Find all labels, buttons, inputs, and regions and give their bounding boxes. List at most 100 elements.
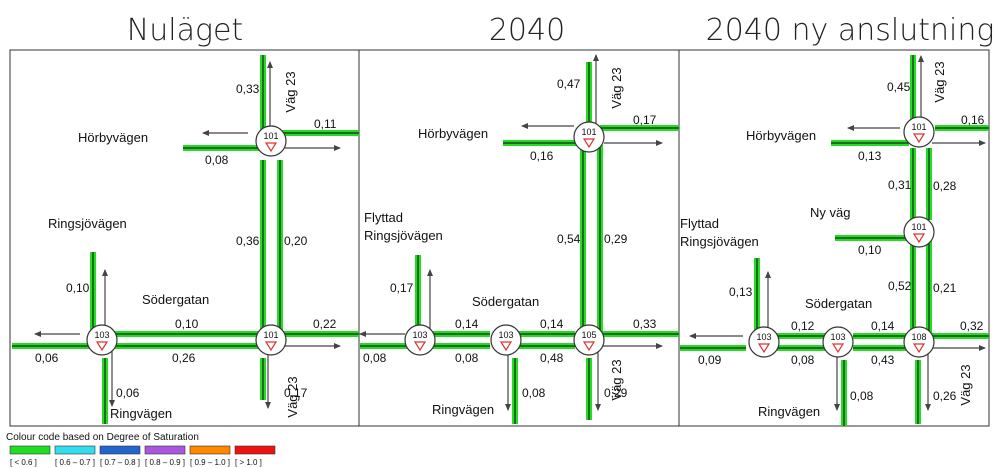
- dos-value: 0,29: [604, 386, 628, 400]
- yield-sign-icon: [95, 341, 109, 352]
- node-id: 101: [581, 127, 596, 137]
- panel-2040: Väg 23 Hörbyvägen Flyttad Ringsjövägen S…: [363, 67, 657, 417]
- dos-value: 0,10: [175, 317, 199, 331]
- dos-value: 0,29: [604, 232, 628, 246]
- dos-value: 0,12: [791, 319, 815, 333]
- yield-sign-icon: [831, 343, 845, 354]
- dos-value: 0,08: [205, 153, 229, 167]
- intersection-node: 103: [822, 326, 854, 358]
- road-label-vag23-south: Väg 23: [958, 364, 973, 405]
- dos-value: 0,17: [633, 113, 657, 127]
- title-nulaget: Nuläget: [127, 13, 243, 48]
- node-id: 103: [830, 332, 845, 342]
- yield-sign-icon: [582, 341, 596, 352]
- dos-value: 0,26: [172, 351, 196, 365]
- road-label-horbyvagen: Hörbyvägen: [78, 130, 148, 145]
- dos-value: 0,28: [933, 179, 957, 193]
- intersection-node: 101: [903, 116, 935, 148]
- node-id: 103: [498, 330, 513, 340]
- road-label-vag23-south: Väg 23: [609, 359, 624, 400]
- legend-label: [ 0.8 – 0.9 ]: [145, 458, 185, 467]
- legend-label: [ 0.6 – 0.7 ]: [55, 458, 95, 467]
- dos-value: 0,45: [887, 80, 911, 94]
- dos-value: 0,14: [455, 317, 479, 331]
- node-id: 105: [581, 330, 596, 340]
- road-label-ringvagen: Ringvägen: [432, 402, 494, 417]
- panel-frame-2040-ny: [678, 49, 990, 427]
- road-label-horbyvagen: Hörbyvägen: [746, 128, 816, 143]
- node-id: 101: [911, 122, 926, 132]
- intersection-node: 108: [903, 326, 935, 358]
- road-label-ringsjovagen: Ringsjövägen: [680, 234, 759, 249]
- road-label-flyttad: Flyttad: [680, 216, 719, 231]
- legend: Colour code based on Degree of Saturatio…: [6, 432, 276, 467]
- yield-sign-icon: [264, 142, 278, 153]
- intersection-node: 101: [255, 324, 287, 356]
- road-label-vag23-south: Väg 23: [285, 376, 300, 417]
- road-label-sodergatan: Södergatan: [805, 296, 872, 311]
- dos-value: 0,11: [314, 117, 337, 131]
- road-label-sodergatan: Södergatan: [142, 292, 209, 307]
- yield-sign-icon: [912, 233, 926, 244]
- legend-swatch: [189, 445, 231, 455]
- node-id: 101: [263, 330, 278, 340]
- road-label-ringvagen: Ringvägen: [110, 406, 172, 421]
- dos-value: 0,54: [557, 232, 581, 246]
- dos-value: 0,08: [850, 389, 874, 403]
- legend-label: [ > 1.0 ]: [235, 458, 262, 467]
- intersection-node: 103: [490, 324, 522, 356]
- dos-value: 0,43: [871, 353, 895, 367]
- legend-swatch: [54, 445, 96, 455]
- yield-sign-icon: [413, 341, 427, 352]
- dos-value: 0,08: [791, 353, 815, 367]
- yield-sign-icon: [499, 341, 513, 352]
- dos-value: 0,21: [933, 281, 957, 295]
- title-2040-ny-anslutning: 2040 ny anslutning: [706, 13, 995, 48]
- road-label-flyttad: Flyttad: [364, 210, 403, 225]
- intersection-node: 105: [573, 324, 605, 356]
- dos-value: 0,22: [313, 317, 337, 331]
- dos-value: 0,17: [390, 281, 414, 295]
- legend-swatch: [144, 445, 186, 455]
- road-label-nyvag: Ny väg: [810, 205, 850, 220]
- dos-value: 0,36: [236, 234, 260, 248]
- node-id: 108: [911, 332, 926, 342]
- dos-value: 0,17: [284, 386, 308, 400]
- dos-value: 0,16: [530, 149, 554, 163]
- legend-label: [ 0.7 – 0.8 ]: [100, 458, 140, 467]
- yield-sign-icon: [912, 133, 926, 144]
- dos-value: 0,26: [933, 389, 957, 403]
- road-label-ringsjovagen: Ringsjövägen: [364, 228, 443, 243]
- dos-value: 0,10: [66, 281, 90, 295]
- road-label-vag23-north: Väg 23: [932, 61, 947, 102]
- road-label-ringsjovagen: Ringsjövägen: [48, 216, 127, 231]
- legend-label: [ < 0.6 ]: [10, 458, 37, 467]
- legend-title: Colour code based on Degree of Saturatio…: [6, 432, 199, 443]
- dos-value: 0,31: [888, 178, 912, 192]
- legend-swatch: [9, 445, 51, 455]
- panel-2040-ny-anslutning: Väg 23 Hörbyvägen Ny väg Flyttad Ringsjö…: [680, 61, 985, 419]
- road-label-vag23-north: Väg 23: [283, 71, 298, 112]
- dos-value: 0,48: [540, 351, 564, 365]
- dos-value: 0,06: [35, 351, 59, 365]
- node-id: 103: [94, 330, 109, 340]
- road-label-vag23-north: Väg 23: [609, 67, 624, 108]
- dos-value: 0,08: [455, 351, 479, 365]
- dos-value: 0,08: [522, 386, 546, 400]
- intersection-node: 103: [404, 324, 436, 356]
- node-id: 103: [412, 330, 427, 340]
- dos-value: 0,13: [858, 149, 882, 163]
- dos-value: 0,20: [284, 234, 308, 248]
- yield-sign-icon: [264, 341, 278, 352]
- dos-value: 0,33: [633, 317, 657, 331]
- title-2040: 2040: [489, 13, 565, 48]
- dos-value: 0,52: [888, 279, 912, 293]
- dos-value: 0,14: [540, 317, 564, 331]
- node-id: 101: [263, 131, 278, 141]
- yield-sign-icon: [582, 138, 596, 149]
- dos-value: 0,06: [116, 386, 140, 400]
- dos-value: 0,32: [960, 319, 984, 333]
- intersection-node: 101: [573, 121, 605, 153]
- road-label-ringvagen: Ringvägen: [758, 404, 820, 419]
